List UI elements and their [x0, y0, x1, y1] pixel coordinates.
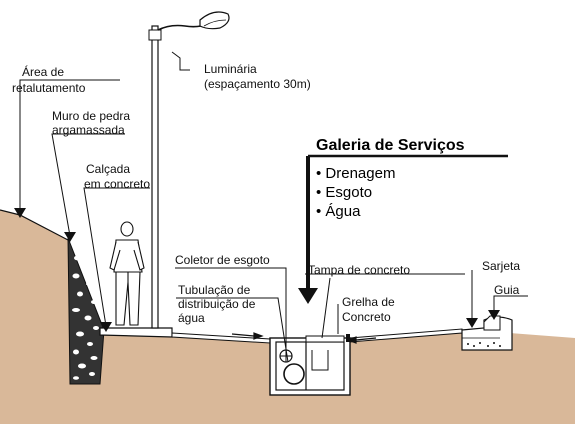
label-grelha-line1: Grelha de — [342, 295, 395, 309]
stone-wall — [67, 237, 105, 385]
label-sarjeta: Sarjeta — [482, 259, 520, 273]
label-guia: Guia — [494, 283, 520, 297]
service-gallery-box — [269, 334, 351, 396]
gallery-item-drenagem: • Drenagem — [316, 165, 395, 182]
label-muro-line2: argamassada — [52, 123, 125, 137]
gallery-item-esgoto: • Esgoto — [316, 184, 372, 201]
gallery-title: Galeria de Serviços — [316, 137, 465, 154]
label-tub-line3: água — [178, 311, 205, 325]
flow-arrows — [231, 332, 377, 344]
label-coletor: Coletor de esgoto — [175, 253, 270, 267]
street-lamp — [148, 11, 230, 329]
sidewalk — [99, 327, 173, 338]
gallery-item-agua: • Água — [316, 203, 361, 220]
gallery-pointer-arrow — [298, 156, 318, 304]
curb-gutter — [461, 315, 513, 351]
label-calcada-line1: Calçada — [86, 162, 130, 176]
label-area-line1: Área de — [22, 64, 64, 79]
label-calcada-line2: em concreto — [84, 177, 150, 191]
label-muro-line1: Muro de pedra — [52, 109, 130, 123]
label-grelha-line2: Concreto — [342, 310, 391, 324]
person-figure — [109, 221, 145, 326]
label-area-line2: retalutamento — [12, 81, 86, 95]
soil — [0, 210, 575, 424]
label-luminaria-line1: Luminária — [204, 62, 257, 76]
label-tampa: Tampa de concreto — [308, 263, 410, 277]
label-luminaria-line2: (espaçamento 30m) — [204, 77, 311, 91]
leader-lines — [19, 51, 528, 363]
label-tub-line2: distribuição de — [178, 297, 256, 311]
label-tub-line1: Tubulação de — [178, 283, 251, 297]
